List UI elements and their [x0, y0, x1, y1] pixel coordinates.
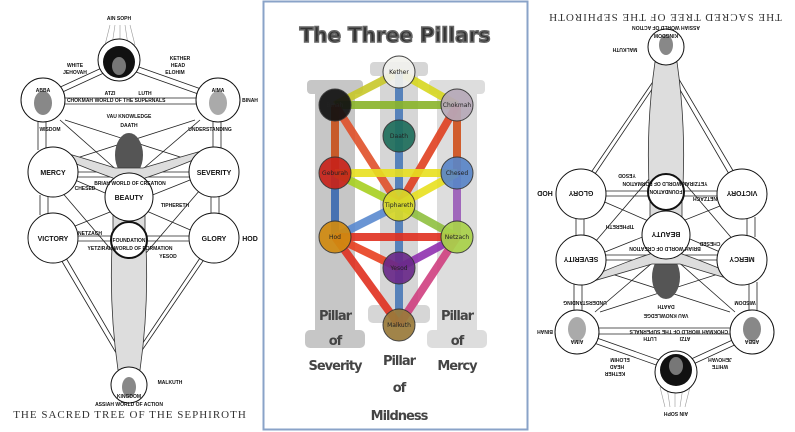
node-tiphareth [382, 188, 416, 222]
node-chesed [440, 156, 474, 190]
label-malkuth: MALKUTH [158, 380, 183, 386]
label-daath: Daath [390, 133, 408, 140]
node-chokmah [440, 88, 474, 122]
pillar-mercy-label: of [451, 334, 465, 349]
label-binah: Binah [326, 102, 343, 109]
label-jehovah: JEHOVAH [63, 70, 87, 76]
node-geburah [318, 156, 352, 190]
pillar-severity-label: Pillar [319, 309, 353, 324]
caption: THE SACRED TREE OF THE SEPHIROTH [13, 409, 247, 421]
node-binah [318, 88, 352, 122]
label-victory: VICTORY [38, 236, 69, 243]
pillar-mercy-label: Pillar [441, 309, 475, 324]
label-luth: LUTH [138, 91, 152, 97]
label-tiphereth: TIPHERETH [161, 203, 190, 209]
path-netzach-malkuth [395, 234, 461, 328]
node-foundation [110, 221, 148, 259]
label-beauty: BEAUTY [115, 195, 144, 202]
label-kether: Kether [389, 69, 409, 76]
label-hod: Hod [329, 234, 341, 241]
label-kether: KETHER [170, 56, 191, 62]
node-aima [195, 77, 241, 123]
label-chesed: CHESED [75, 186, 96, 192]
label-vau-knowledge: VAU KNOWLEDGE [107, 114, 152, 120]
label-binah: BINAH [242, 98, 258, 104]
label-chesed: Chesed [446, 170, 469, 177]
node-victory [27, 212, 79, 264]
node-kether [382, 55, 416, 89]
pillar-severity-label: Severity [308, 359, 363, 374]
label-assiah: ASSIAH WORLD OF ACTION [95, 402, 163, 408]
label-tiphareth: Tiphareth [384, 202, 414, 209]
label-severity: SEVERITY [197, 170, 232, 177]
label-netzach: Netzach [445, 234, 470, 241]
label-briah: BRIAH WORLD OF CREATION [94, 181, 166, 187]
label-glory: GLORY [202, 236, 227, 243]
node-hod [318, 220, 352, 254]
left-tree-panel: AIN SOPH KETHER HEAD ELOHIM WHITE JEHOVA… [13, 16, 258, 421]
path-hod-malkuth [331, 234, 403, 328]
pillar-severity-label: of [329, 334, 343, 349]
node-mercy [27, 146, 79, 198]
path-chokmah-tiphareth [395, 102, 461, 208]
label-yetzirah: YETZIRAH WORLD OF FORMATION [88, 246, 173, 252]
node-netzach [440, 220, 474, 254]
node-severity [188, 146, 240, 198]
label-white: WHITE [67, 63, 84, 69]
node-yesod [382, 251, 416, 285]
label-ain-soph: AIN SOPH [107, 16, 132, 22]
label-mercy: MERCY [40, 170, 66, 177]
center-title: The Three Pillars [300, 23, 491, 47]
path-binah-tiphareth [331, 102, 403, 208]
label-chokmah: Chokmah [443, 102, 472, 109]
label-foundation: FOUNDATION [113, 238, 146, 244]
label-abba: ABBA [36, 88, 51, 94]
label-wisdom: WISDOM [39, 127, 60, 133]
label-world-supernals: WORLD OF THE SUPERNALS [95, 98, 166, 104]
label-daath: DAATH [120, 123, 138, 129]
pillar-mildness-label: Mildness [371, 409, 429, 424]
node-glory [188, 212, 240, 264]
pillar-mildness-label: of [393, 381, 407, 396]
node-daath [382, 119, 416, 153]
label-chokmah: CHOKMAH [67, 98, 93, 104]
label-yesod: Yesod [389, 265, 407, 272]
node-abba [20, 77, 66, 123]
node-malkuth [110, 366, 148, 404]
node-kether [97, 38, 141, 82]
label-understanding: UNDERSTANDING [188, 127, 232, 133]
label-elohim: ELOHIM [165, 70, 184, 76]
pillar-mildness-label: Pillar [383, 354, 417, 369]
label-netzach: NETZACH [78, 231, 102, 237]
label-yesod: YESOD [159, 254, 177, 260]
pillar-mercy-label: Mercy [437, 359, 478, 374]
right-tree-panel-inverted [535, 10, 783, 417]
label-atzi: ATZI [105, 91, 116, 97]
label-hod: HOD [242, 236, 258, 243]
label-head: HEAD [171, 63, 186, 69]
label-malkuth: Malkuth [387, 322, 411, 329]
label-aima: AIMA [212, 88, 225, 94]
label-kingdom: KINGDOM [117, 394, 141, 400]
node-malkuth [382, 308, 416, 342]
label-geburah: Geburah [322, 170, 348, 177]
